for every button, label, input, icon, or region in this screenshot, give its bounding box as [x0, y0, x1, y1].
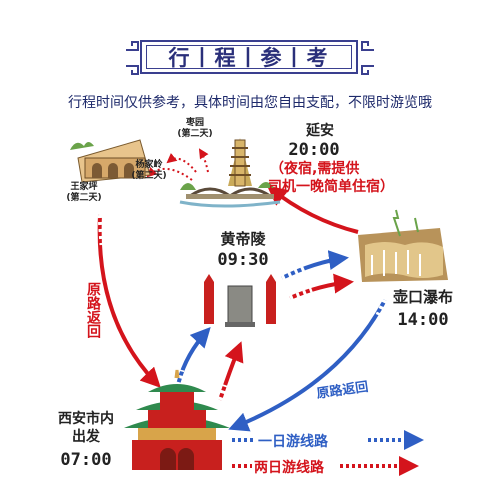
- wangjiaping-name: 王家坪: [70, 182, 98, 192]
- node-zaoyuan: 枣园 (第二天): [170, 118, 220, 140]
- node-yanan-note2: 司机一晚简单住宿）: [268, 179, 394, 195]
- legend-two-day: 两日游线路: [254, 460, 324, 476]
- node-huangdiling-name: 黄帝陵: [220, 230, 266, 248]
- wangjiaping-day: (第二天): [66, 192, 102, 203]
- huangdiling-illustration: [204, 274, 276, 327]
- arrow-yanan-to-wangjiaping: [146, 166, 193, 181]
- node-yanan-time: 20:00: [288, 140, 340, 160]
- arrow-left-return: [97, 214, 161, 388]
- yangjialing-day: (第二天): [131, 170, 167, 181]
- node-xian-name1: 西安市内: [58, 411, 114, 427]
- zaoyuan-name: 枣园: [185, 118, 204, 128]
- arrow-right-return: [228, 299, 387, 432]
- node-yanan-note1: （夜宿,需提供: [270, 161, 360, 177]
- subtitle: 行程时间仅供参考，具体时间由您自由支配，不限时游览哦: [68, 95, 432, 111]
- arrow-hukou-to-yanan: [266, 185, 359, 234]
- hukou-illustration: [358, 209, 448, 282]
- node-hukou-name: 壶口瀑布: [392, 288, 453, 306]
- node-hukou-time: 14:00: [397, 310, 449, 330]
- yangjialing-name: 杨家岭: [135, 160, 163, 170]
- wangjiaping-illustration: [70, 139, 151, 183]
- arrow-huangdiling-to-hukou-red: [289, 273, 354, 300]
- node-wangjiaping: 王家坪 (第二天): [54, 182, 114, 204]
- node-yanan-name: 延安: [306, 123, 334, 139]
- arrow-yanan-to-yangjialing: [166, 153, 197, 173]
- arrow-yanan-to-zaoyuan: [198, 148, 209, 173]
- node-yangjialing: 杨家岭 (第二天): [120, 160, 178, 182]
- legend-one-day: 一日游线路: [258, 434, 328, 450]
- node-xian-name2: 出发: [72, 429, 100, 445]
- node-huangdiling-time: 09:30: [217, 250, 269, 270]
- node-xian-time: 07:00: [60, 450, 112, 470]
- arrow-xian-to-huangdiling-red: [218, 341, 244, 401]
- xian-illustration: [124, 369, 230, 470]
- yanan-illustration: [179, 138, 281, 208]
- zaoyuan-day: (第二天): [177, 128, 213, 139]
- arrow-xian-to-huangdiling-blue: [176, 327, 211, 386]
- left-return-label: 原路返回: [85, 282, 101, 338]
- title-frame: 行丨程丨参丨考: [140, 40, 358, 74]
- arrow-huangdiling-to-hukou-blue: [281, 250, 349, 280]
